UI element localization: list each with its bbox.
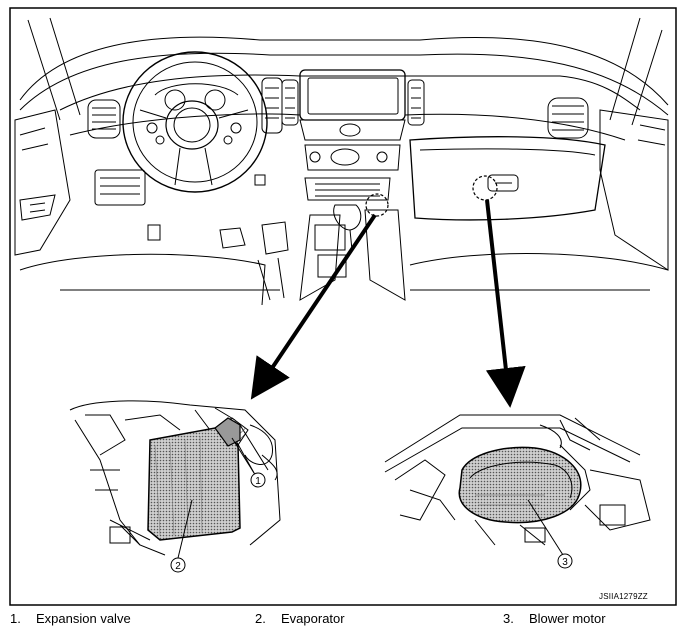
legend-label: Evaporator	[281, 611, 345, 626]
legend-label: Blower motor	[529, 611, 606, 626]
evaporator-arrow	[250, 213, 377, 400]
svg-text:1: 1	[255, 476, 261, 487]
blower-motor-detail-view: 3	[384, 414, 651, 569]
evaporator-location-marker	[365, 193, 389, 217]
expansion-valve	[214, 417, 241, 447]
legend-label: Expansion valve	[36, 611, 131, 626]
dashboard-illustration	[14, 17, 669, 306]
legend-number: 3.	[503, 611, 514, 626]
callout-1: 1	[250, 472, 266, 488]
svg-text:2: 2	[175, 561, 181, 572]
figure-code: JSIIA1279ZZ	[599, 592, 648, 601]
svg-text:3: 3	[562, 557, 568, 568]
blower-motor-arrow	[485, 199, 526, 408]
legend-number: 1.	[10, 611, 21, 626]
legend-number: 2.	[255, 611, 266, 626]
evaporator-detail-view: 1 2	[69, 400, 281, 573]
evaporator-core	[147, 427, 241, 541]
blower-motor-location-marker	[472, 175, 498, 201]
legend-item-blower-motor: 3. Blower motor	[503, 611, 606, 631]
callout-2: 2	[170, 557, 186, 573]
callout-3: 3	[557, 553, 573, 569]
blower-motor-housing	[458, 446, 582, 524]
legend-item-evaporator: 2. Evaporator	[255, 611, 345, 631]
legend-item-expansion-valve: 1. Expansion valve	[10, 611, 131, 631]
